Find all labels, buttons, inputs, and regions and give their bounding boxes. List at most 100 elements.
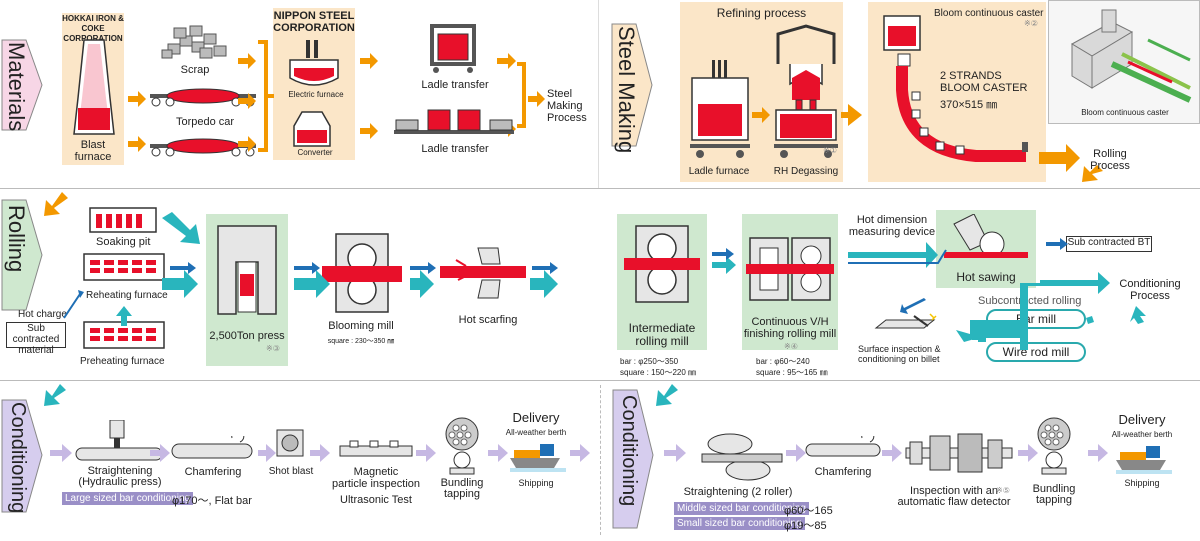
blooming-mill-icon: [322, 233, 402, 313]
rolling-process-label: Rolling Process: [1090, 148, 1130, 172]
hot-scarfing-icon: [440, 247, 526, 299]
blast-furnace-icon: [73, 39, 115, 135]
preheating-furnace-icon: [83, 321, 165, 349]
conditioning-right-label-bg: [612, 389, 654, 529]
conditioning-left-label-bg: [1, 399, 43, 513]
intermediate-mill-icon: [624, 225, 700, 303]
conditioning-left-arrows: [50, 444, 590, 462]
flaw-detector-icon: [905, 433, 1013, 473]
bundling-right-icon: [1037, 417, 1071, 475]
refining-process-label: Refining process: [716, 6, 807, 20]
wire-rod-mill-box: Wire rod mill: [986, 342, 1086, 362]
small-sized-tag: Small sized bar conditioning: [674, 517, 805, 530]
ladle-transfer-icon-1: [430, 24, 476, 73]
steel-making-process-label: Steel Making Process: [547, 88, 587, 124]
large-sized-tag: Large sized bar conditioning: [62, 492, 194, 505]
magnetic-label: Magnetic particle inspection: [331, 466, 421, 490]
strands-label: 2 STRANDS BLOOM CASTER: [940, 70, 1028, 94]
hot-sawing-icon: [944, 214, 1028, 258]
small-sized-range: φ19〜85: [784, 520, 827, 532]
converter-icon: [293, 111, 331, 147]
continuous-mill-icon: [746, 237, 834, 301]
chamfering-right-label: Chamfering: [814, 466, 872, 478]
soaking-pit-icon: [89, 207, 157, 233]
ultrasonic-label: Ultrasonic Test: [340, 494, 412, 506]
soaking-pit-label: Soaking pit: [96, 236, 151, 248]
materials-arrows: [128, 40, 545, 152]
chamfering-left-icon: [171, 436, 253, 459]
rolling-right-arrows: [712, 238, 1146, 350]
note-5: ※⑤: [996, 486, 1010, 495]
sub-contracted-material-box: Sub contracted material: [6, 322, 66, 356]
subcontracted-rolling-arrows: [1086, 316, 1094, 324]
shot-blast-icon: [276, 429, 304, 457]
note-4: ※④: [784, 342, 798, 351]
delivery-right-label: Delivery: [1118, 412, 1166, 427]
ladle-furnace-icon: [690, 60, 750, 158]
chamfering-left-label: Chamfering: [184, 466, 242, 478]
shipping-left-label: Shipping: [518, 478, 554, 488]
bloom-caster-title: Bloom continuous caster: [934, 8, 1044, 19]
hot-charge-label: Hot charge: [18, 309, 67, 320]
continuous-label: Continuous V/H finishing rolling mill: [743, 316, 837, 340]
note-3: ※③: [266, 344, 280, 353]
press-icon: [217, 225, 277, 315]
bloom-caster-icon: [883, 15, 1028, 162]
intermediate-label: Intermediate rolling mill: [628, 321, 696, 348]
divider-vertical-top: [598, 0, 599, 188]
steel-arrows: [752, 104, 1103, 182]
rolling-left-arrows: [63, 212, 558, 326]
scrap-label: Scrap: [180, 64, 210, 76]
blooming-mill-label: Blooming mill: [328, 320, 394, 332]
hokkai-label: HOKKAI IRON & COKE CORPORATION: [62, 14, 124, 43]
middle-sized-range: φ60〜165: [784, 505, 833, 517]
shipping-right-label: Shipping: [1124, 478, 1160, 488]
bundling-left-label: Bundling tapping: [440, 477, 484, 500]
chamfering-right-icon: [805, 436, 881, 457]
hot-scarfing-label: Hot scarfing: [458, 314, 518, 326]
electric-furnace-label: Electric furnace: [288, 90, 344, 99]
torpedo-car-label: Torpedo car: [175, 116, 235, 128]
bloom-caster-caption: Bloom continuous caster: [1081, 108, 1169, 117]
divider-rolling-conditioning: [0, 380, 1200, 381]
large-sized-range: φ170〜, Flat bar: [172, 495, 252, 507]
bundling-right-label: Bundling tapping: [1032, 483, 1076, 506]
shipping-left-icon: [510, 444, 566, 472]
ladle-transfer-icon-2: [394, 109, 514, 134]
rolling-entry-arrow: [44, 192, 68, 216]
scrap-icon: [161, 25, 227, 59]
note-1: ※①: [823, 146, 837, 155]
preheating-furnace-label: Preheating furnace: [80, 356, 165, 367]
berth-right-label: All-weather berth: [1111, 430, 1173, 439]
electric-furnace-icon: [289, 40, 339, 86]
converter-label: Converter: [297, 148, 333, 157]
surface-inspection-label: Surface inspection & conditioning on bil…: [858, 344, 941, 364]
divider-vertical-bottom: [600, 385, 602, 535]
rolling-label-bg: [1, 199, 43, 311]
reheating-furnace-label: Reheating furnace: [86, 290, 168, 301]
rh-degassing-label: RH Degassing: [773, 166, 839, 177]
continuous-square: square : 95〜165 ㎜: [756, 368, 828, 377]
materials-label-bg: [1, 39, 43, 131]
ladle-furnace-label: Ladle furnace: [688, 166, 750, 177]
ladle-transfer-label-2: Ladle transfer: [421, 143, 489, 155]
middle-sized-tag: Middle sized bar conditioning: [674, 502, 809, 515]
shot-blast-label: Shot blast: [268, 466, 314, 477]
conditioning-right-entry-arrow: [656, 384, 678, 406]
continuous-bar: bar : φ60〜240: [756, 357, 810, 366]
delivery-left-label: Delivery: [512, 410, 560, 425]
caster-dims-label: 370×515 ㎜: [940, 99, 998, 111]
blooming-square-label: square : 230〜350 ㎜: [327, 338, 395, 345]
steel-making-label-bg: [611, 23, 653, 147]
bloom-caster-illustration: [1070, 9, 1192, 103]
straightening-roller-icon: [701, 433, 783, 481]
intermediate-bar: bar : φ250〜350: [620, 357, 679, 366]
rh-degassing-icon: [774, 24, 838, 158]
nippon-label: NIPPON STEEL CORPORATION: [273, 10, 355, 34]
hot-dimension-label: Hot dimension measuring device: [848, 214, 936, 238]
conditioning-right-arrows: [664, 444, 1108, 462]
berth-left-label: All-weather berth: [505, 428, 567, 437]
reheating-furnace-icon: [83, 253, 165, 281]
intermediate-square: square : 150〜220 ㎜: [620, 368, 697, 377]
